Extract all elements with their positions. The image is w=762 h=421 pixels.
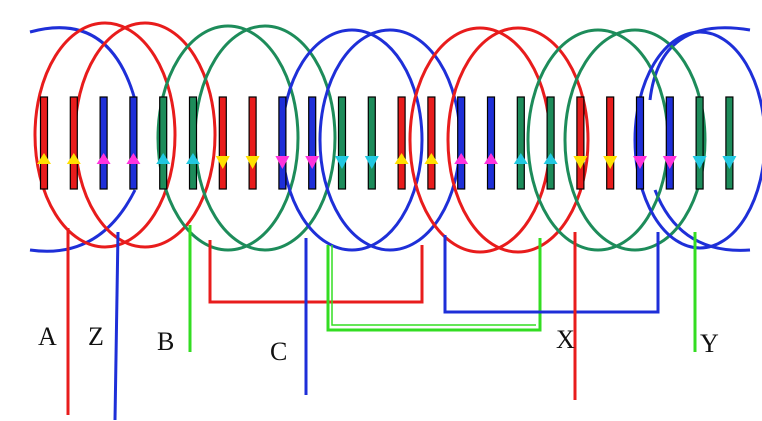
slot-conductor bbox=[635, 96, 645, 190]
slot-conductor bbox=[695, 96, 704, 190]
slot-conductor bbox=[397, 96, 406, 190]
coil-loop-red-4 bbox=[446, 26, 590, 254]
current-arrow-up bbox=[543, 153, 558, 164]
current-arrow-down bbox=[662, 156, 677, 169]
slot-conductor bbox=[546, 96, 555, 190]
current-arrow-up bbox=[513, 153, 528, 164]
label-c: C bbox=[270, 337, 287, 366]
jumper-red bbox=[208, 240, 424, 304]
current-arrow-down bbox=[215, 156, 230, 169]
slot-conductor bbox=[367, 96, 376, 190]
slot-conductor bbox=[129, 96, 138, 190]
coil-loops bbox=[29, 21, 762, 254]
label-z: Z bbox=[88, 322, 104, 351]
coil-loop-blue-right-edge bbox=[648, 26, 751, 252]
current-arrow-up bbox=[454, 153, 469, 164]
coil-loop-blue-3 bbox=[633, 30, 762, 250]
current-arrow-up bbox=[126, 153, 141, 164]
current-arrow-down bbox=[275, 156, 290, 169]
current-arrow-down bbox=[633, 156, 647, 169]
label-x: X bbox=[556, 325, 575, 354]
slot-conductor bbox=[606, 96, 615, 190]
current-arrow-down bbox=[573, 156, 588, 169]
current-arrows bbox=[37, 153, 737, 169]
current-arrow-up bbox=[66, 153, 81, 164]
current-arrow-up bbox=[484, 153, 498, 164]
current-arrow-up bbox=[424, 153, 439, 164]
slot-conductor bbox=[69, 96, 78, 190]
slot-conductor bbox=[725, 96, 734, 190]
terminal-labels: A Z B C X Y bbox=[38, 322, 719, 366]
current-arrow-down bbox=[603, 156, 618, 169]
slot-conductor bbox=[427, 96, 436, 190]
coil-loop-red-1 bbox=[33, 21, 177, 249]
jumper-green-inner bbox=[331, 245, 536, 326]
coil-loop-green-4 bbox=[563, 28, 707, 252]
leads bbox=[66, 225, 697, 421]
slot-conductor bbox=[516, 96, 525, 190]
current-arrow-up bbox=[96, 153, 111, 164]
slot-conductors bbox=[39, 96, 734, 190]
slot-conductor bbox=[308, 96, 317, 190]
current-arrow-up bbox=[37, 153, 51, 164]
slot-conductor bbox=[278, 96, 287, 190]
slot-conductor bbox=[39, 96, 49, 190]
current-arrow-up bbox=[394, 153, 409, 164]
slot-conductor bbox=[486, 96, 496, 190]
current-arrow-down bbox=[305, 156, 320, 169]
current-arrow-down bbox=[722, 156, 737, 169]
slot-conductor bbox=[337, 96, 347, 190]
lead-z bbox=[113, 231, 120, 421]
current-arrow-down bbox=[364, 156, 379, 169]
slot-conductor bbox=[159, 96, 168, 190]
jumper-green bbox=[326, 238, 542, 332]
coil-loop-green-1 bbox=[156, 24, 300, 252]
slot-conductor bbox=[248, 96, 257, 190]
current-arrow-down bbox=[335, 156, 349, 169]
current-arrow-up bbox=[186, 153, 200, 164]
label-b: B bbox=[157, 327, 174, 356]
label-a: A bbox=[38, 322, 57, 351]
slot-conductor bbox=[218, 96, 227, 190]
current-arrow-down bbox=[245, 156, 260, 169]
label-y: Y bbox=[700, 329, 719, 358]
coil-loop-blue-left-edge bbox=[29, 26, 137, 253]
slot-conductor bbox=[188, 96, 198, 190]
slot-conductor bbox=[457, 96, 466, 190]
slot-conductor bbox=[576, 96, 585, 190]
current-arrow-down bbox=[692, 156, 707, 169]
slot-conductor bbox=[665, 96, 674, 190]
slot-conductor bbox=[99, 96, 108, 190]
current-arrow-up bbox=[156, 153, 171, 164]
jumper-blue bbox=[443, 232, 660, 314]
